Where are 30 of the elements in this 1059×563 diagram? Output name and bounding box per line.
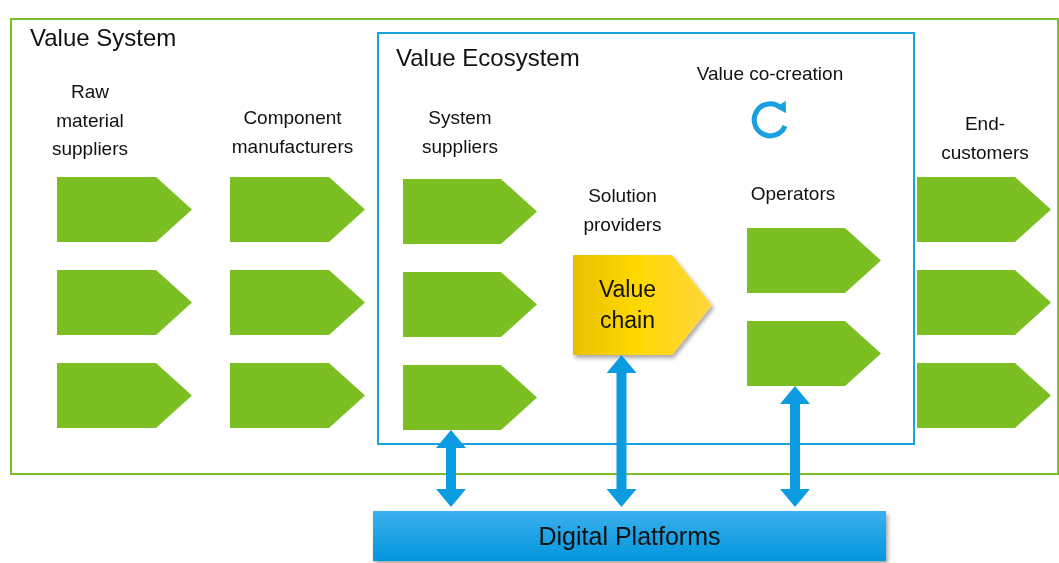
chevron-pentagon [917,177,1051,242]
platform-bar: Digital Platforms [373,511,886,561]
chevron-pentagon [747,228,881,293]
value-chain-pentagon: Value chain [573,255,712,355]
chevron-pentagon [747,321,881,386]
frame-title: Value System [30,24,177,52]
double-arrow [436,430,466,507]
cocreation-label: Value co-creation [695,62,845,86]
chevron-pentagon [230,270,365,335]
chevron-pentagon [917,363,1051,428]
chevron-pentagon [403,272,537,337]
chevron-pentagon [403,365,537,430]
double-arrow [780,386,810,507]
column-heading: System suppliers [420,106,499,159]
chevron-pentagon [57,270,192,335]
column-heading: Raw material suppliers [50,80,129,161]
chevron-pentagon [403,179,537,244]
column-heading: Operators [749,182,837,206]
column-heading: Solution providers [582,184,663,237]
frame-title: Value Ecosystem [396,44,580,72]
column-heading: End-customers [940,112,1030,165]
chevron-pentagon [917,270,1051,335]
chevron-pentagon [57,363,192,428]
chevron-pentagon [57,177,192,242]
chevron-pentagon [230,177,365,242]
chevron-pentagon [230,363,365,428]
system-frame [10,18,1059,475]
column-heading: Component manufacturers [230,106,355,159]
double-arrow [606,355,637,507]
ecosystem-frame [377,32,915,445]
